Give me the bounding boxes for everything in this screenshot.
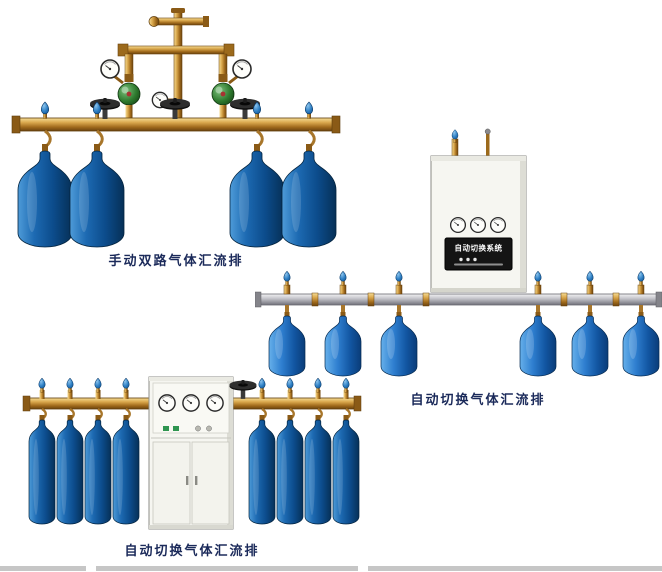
gas-cylinder xyxy=(112,407,140,525)
control-knob-icon xyxy=(195,425,201,432)
gas-cylinder xyxy=(17,129,73,248)
gas-cylinder xyxy=(229,129,285,248)
manifold-valve-icon xyxy=(339,270,347,286)
auto-switch-wall-manifold-illustration: 自动切换系统 xyxy=(255,128,662,377)
indicator-light-icon xyxy=(466,257,470,262)
gas-cylinder xyxy=(84,407,112,525)
bottom-crop-strip xyxy=(368,566,662,571)
gas-cylinder xyxy=(324,270,362,377)
handwheel-valve-icon xyxy=(160,98,190,119)
bottom-crop-strip xyxy=(0,566,86,571)
gas-cylinder xyxy=(571,270,609,377)
gas-cylinder xyxy=(281,129,337,248)
indicator-light-icon xyxy=(473,257,477,262)
panel-subtext-line xyxy=(454,263,503,266)
gas-cylinder xyxy=(28,407,56,525)
pressure-gauge-icon xyxy=(469,216,487,234)
gas-cylinder xyxy=(519,270,557,377)
inlet-valve-knob-icon xyxy=(148,16,160,27)
bottom-crop-strip xyxy=(96,566,358,571)
manifold-valve-icon xyxy=(395,270,403,286)
gas-cylinder xyxy=(69,129,125,248)
manifold-valve-icon xyxy=(304,101,314,119)
right-regulator xyxy=(211,74,235,119)
left-regulator xyxy=(117,74,141,119)
manifold-valve-icon xyxy=(283,270,291,286)
gauge-stub xyxy=(113,74,124,85)
door-handle-icon xyxy=(195,476,198,485)
inlet-riser-pipe xyxy=(148,8,209,119)
manifold-valve-icon xyxy=(534,270,542,286)
gauge-stub xyxy=(228,74,239,85)
indicator-light-icon xyxy=(459,257,463,262)
main-manifold-pipe xyxy=(11,115,341,134)
pressure-gauge-icon xyxy=(100,59,120,79)
pressure-gauge-icon xyxy=(206,394,224,412)
indicator-light-icon xyxy=(173,426,179,431)
upper-manifold-pipe xyxy=(117,43,235,79)
door-handle-icon xyxy=(186,476,189,485)
cabinet-door xyxy=(191,441,230,525)
product-caption-manual-dual: 手动双路气体汇流排 xyxy=(108,253,244,268)
control-cabinet: 自动切换系统 xyxy=(430,128,527,293)
product-caption-auto-wall: 自动切换气体汇流排 xyxy=(410,392,546,407)
gas-cylinder xyxy=(304,407,332,525)
manifold-valve-icon xyxy=(40,101,50,119)
manifold-pipe xyxy=(255,291,662,308)
pressure-gauge-icon xyxy=(489,216,507,234)
gas-cylinder xyxy=(56,407,84,525)
manifold-valves xyxy=(38,377,350,399)
control-cabinet xyxy=(148,376,234,530)
control-knob-icon xyxy=(206,425,212,432)
gas-cylinder xyxy=(622,270,660,377)
product-caption-auto-floor: 自动切换气体汇流排 xyxy=(124,543,260,558)
auto-switch-floor-manifold-illustration xyxy=(22,376,362,530)
manual-dual-manifold-illustration xyxy=(11,8,341,248)
pressure-gauge-icon xyxy=(449,216,467,234)
pressure-gauge-icon xyxy=(182,394,200,412)
gas-cylinder xyxy=(248,407,276,525)
cabinet-door xyxy=(152,441,191,525)
gas-cylinder xyxy=(268,270,306,377)
control-box-label: 自动切换系统 xyxy=(455,243,503,253)
gas-cylinder xyxy=(276,407,304,525)
manifold-valve-icon xyxy=(586,270,594,286)
handwheel-valve-icon xyxy=(229,380,257,399)
pressure-gauge-icon xyxy=(158,394,176,412)
manifold-valve-icon xyxy=(637,270,645,286)
control-panel xyxy=(444,237,513,271)
indicator-light-icon xyxy=(163,426,169,431)
gas-cylinder xyxy=(332,407,360,525)
gas-cylinder xyxy=(380,270,418,377)
pressure-gauge-icon xyxy=(232,59,252,79)
